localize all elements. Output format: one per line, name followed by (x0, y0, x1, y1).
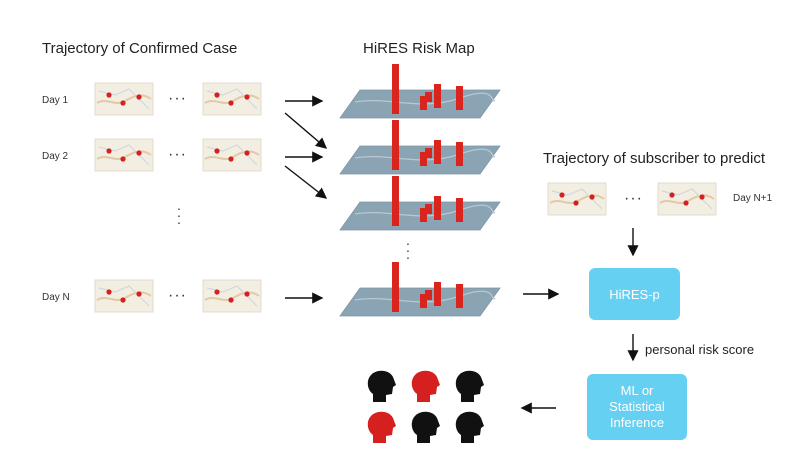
location-pin-icon (244, 150, 250, 156)
day-1-label: Day 1 (42, 95, 69, 106)
location-pin-icon (244, 94, 250, 100)
risk-bar (456, 142, 463, 166)
risk-bar-tall (392, 176, 399, 226)
subscriber-map-b (657, 182, 717, 216)
risk-bar (420, 294, 427, 308)
location-pin-icon (120, 100, 126, 106)
location-pin-icon (589, 194, 595, 200)
location-pin-icon (699, 194, 705, 200)
location-pin-icon (120, 297, 126, 303)
location-pin-icon (228, 297, 234, 303)
location-pin-icon (106, 92, 112, 98)
risk-bar (420, 152, 427, 166)
day-2-label: Day 2 (42, 151, 69, 162)
location-pin-icon (669, 192, 675, 198)
location-pin-icon (683, 200, 689, 206)
risk-bar (425, 148, 432, 158)
risk-bar (456, 284, 463, 308)
risk-bar (456, 198, 463, 222)
risk-bar (456, 86, 463, 110)
location-pin-icon (136, 291, 142, 297)
location-pin-icon (214, 289, 220, 295)
risk-bar (425, 204, 432, 214)
trajectory-map-dayn-b (202, 279, 262, 313)
person-head-icon-black (367, 370, 396, 402)
ellipsis-subscriber: ··· (624, 190, 643, 207)
arrow-day1-map2 (284, 112, 328, 149)
day-n-label: Day N (42, 292, 70, 303)
risk-map-layer-n (339, 262, 501, 317)
ml-line-1: ML or (620, 383, 654, 398)
vertical-dots-days: ··· (176, 200, 182, 230)
risk-map-layer-2 (339, 120, 501, 175)
location-pin-icon (559, 192, 565, 198)
risk-map-layer-1 (339, 64, 501, 119)
location-pin-icon (136, 150, 142, 156)
person-head-icon-black (455, 411, 484, 443)
hires-p-label: HiRES-p (609, 286, 660, 302)
vertical-dots-maps: ··· (405, 235, 411, 265)
heads-grid (367, 370, 484, 443)
person-head-icon-red (411, 370, 440, 402)
ellipsis-dayn: ··· (168, 287, 187, 304)
hires-p-box: HiRES-p (589, 268, 680, 320)
risk-map-heading: HiRES Risk Map (363, 40, 475, 57)
subscriber-map-a (547, 182, 607, 216)
location-pin-icon (136, 94, 142, 100)
risk-bar (420, 208, 427, 222)
location-pin-icon (228, 100, 234, 106)
day-n1-label: Day N+1 (733, 193, 773, 204)
ellipsis-day1: ··· (168, 90, 187, 107)
ellipsis-day2: ··· (168, 146, 187, 163)
person-head-icon-red (367, 411, 396, 443)
location-pin-icon (244, 291, 250, 297)
risk-map-layer-3 (339, 176, 501, 231)
person-head-icon-black (411, 411, 440, 443)
location-pin-icon (106, 289, 112, 295)
risk-bar-tall (392, 64, 399, 114)
risk-bar (434, 282, 441, 306)
location-pin-icon (573, 200, 579, 206)
risk-bar-tall (392, 262, 399, 312)
risk-bar (425, 290, 432, 300)
ml-line-3: Inference (609, 415, 665, 430)
person-head-icon-black (455, 370, 484, 402)
trajectory-map-day1-a (94, 82, 154, 116)
trajectory-map-day2-b (202, 138, 262, 172)
risk-bar (434, 84, 441, 108)
trajectory-map-day2-a (94, 138, 154, 172)
location-pin-icon (214, 148, 220, 154)
subscriber-heading: Trajectory of subscriber to predict (543, 150, 766, 167)
ml-line-2: Statistical (609, 399, 665, 414)
risk-bar (420, 96, 427, 110)
risk-bar (425, 92, 432, 102)
arrow-day2-map3 (284, 165, 328, 199)
personal-risk-score-label: personal risk score (645, 342, 755, 357)
trajectory-map-dayn-a (94, 279, 154, 313)
location-pin-icon (214, 92, 220, 98)
risk-bar-tall (392, 120, 399, 170)
location-pin-icon (106, 148, 112, 154)
ml-inference-box: ML or Statistical Inference (587, 374, 687, 440)
location-pin-icon (120, 156, 126, 162)
risk-bar (434, 140, 441, 164)
confirmed-case-heading: Trajectory of Confirmed Case (42, 40, 238, 57)
trajectory-map-day1-b (202, 82, 262, 116)
risk-bar (434, 196, 441, 220)
location-pin-icon (228, 156, 234, 162)
